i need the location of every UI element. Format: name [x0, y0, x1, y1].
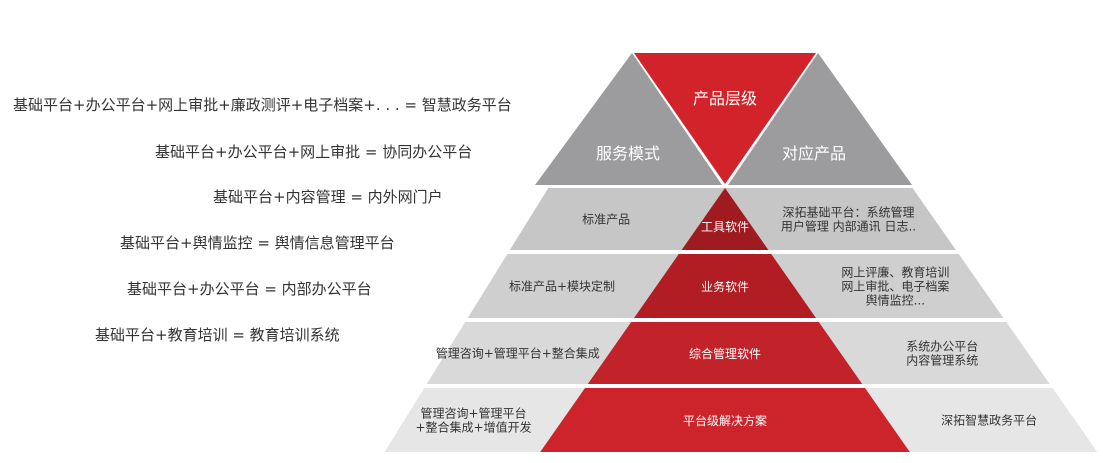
tier-2-products: 舆情监控... — [866, 292, 925, 307]
tier-2-service-mode: 标准产品+模块定制 — [509, 278, 615, 293]
header-product-level: 产品层级 — [693, 89, 757, 108]
header-service-mode: 服务模式 — [596, 144, 660, 163]
tier-1-red — [681, 188, 769, 250]
header-right-triangle — [728, 53, 912, 185]
tier-3-products: 系统办公平台 — [906, 338, 978, 353]
tier-4-service-mode: +整合集成+增值开发 — [415, 419, 531, 434]
equation-4: 基础平台+舆情监控 = 舆情信息管理平台 — [120, 234, 395, 252]
tier-3-product-level: 综合管理软件 — [689, 346, 761, 361]
tier-2-products: 网上评廉、教育培训 — [841, 264, 949, 279]
header-products: 对应产品 — [782, 144, 846, 163]
header-left-triangle — [535, 53, 722, 185]
tier-4-service-mode: 管理咨询+管理平台 — [420, 405, 526, 420]
tier-3-service-mode: 管理咨询+管理平台+整合集成 — [436, 345, 600, 360]
tier-1-products: 用户管理 内部通讯 日志.. — [781, 218, 916, 233]
equation-2: 基础平台+办公平台+网上审批 = 协同办公平台 — [155, 143, 473, 161]
header-center-triangle — [634, 53, 816, 184]
tier-1-service-mode: 标准产品 — [582, 212, 630, 226]
tier-2-products: 网上审批、电子档案 — [841, 278, 949, 293]
tier-2-red — [634, 254, 816, 318]
equation-6: 基础平台+教育培训 = 教育培训系统 — [95, 326, 340, 344]
tier-4-red — [540, 388, 910, 452]
equation-3: 基础平台+内容管理 = 内外网门户 — [213, 188, 443, 206]
tier-4-products: 深拓智慧政务平台 — [941, 412, 1037, 427]
tier-4-product-level: 平台级解决方案 — [683, 413, 767, 428]
equation-5: 基础平台+办公平台 = 内部办公平台 — [127, 280, 372, 298]
tier-2-product-level: 业务软件 — [701, 279, 749, 294]
tier-3-red — [587, 322, 863, 384]
tier-3-products: 内容管理系统 — [906, 352, 978, 367]
tier-1-product-level: 工具软件 — [701, 220, 749, 234]
equation-1: 基础平台+办公平台+网上审批+廉政测评+电子档案+. . . = 智慧政务平台 — [13, 96, 512, 114]
tier-1-products: 深拓基础平台：系统管理 — [782, 204, 914, 219]
